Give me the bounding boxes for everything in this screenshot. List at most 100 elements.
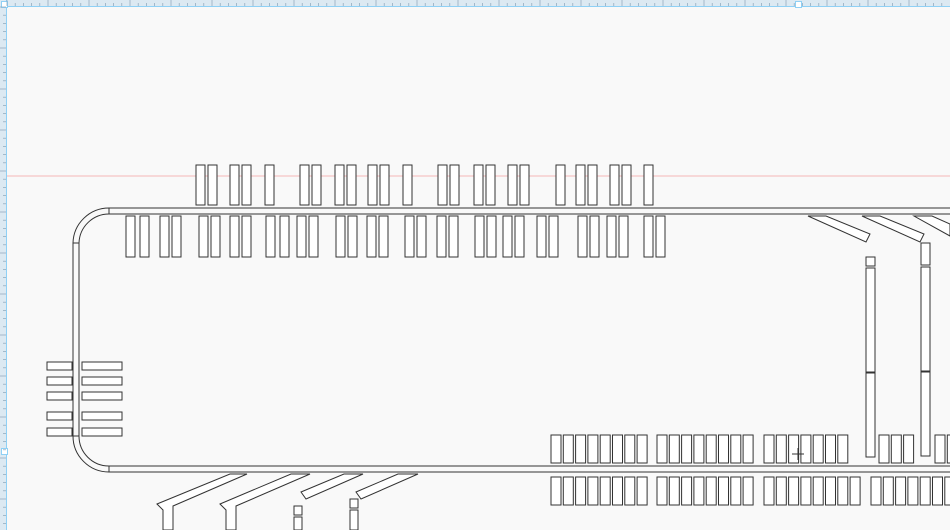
parking-stall[interactable] (507, 164, 518, 206)
parking-stall[interactable] (606, 215, 617, 258)
road-curve[interactable] (78, 213, 110, 244)
road-curve[interactable] (72, 435, 110, 473)
parking-stall[interactable] (882, 476, 894, 506)
parking-stall[interactable] (81, 376, 123, 386)
parking-stall[interactable] (636, 476, 648, 506)
parking-stall[interactable] (718, 476, 729, 506)
parking-stall[interactable] (311, 164, 322, 206)
parking-stall[interactable] (825, 434, 836, 464)
parking-stall[interactable] (837, 434, 849, 464)
parking-stall[interactable] (730, 476, 742, 506)
parking-stall[interactable] (46, 427, 73, 437)
parking-stall[interactable] (655, 215, 666, 258)
parking-stall[interactable] (485, 164, 496, 206)
parking-stall[interactable] (514, 215, 525, 258)
parking-stall[interactable] (139, 215, 150, 258)
angled-stall[interactable] (300, 473, 364, 500)
parking-stall[interactable] (575, 476, 587, 506)
parking-stall[interactable] (265, 215, 276, 258)
parking-stall[interactable] (335, 215, 346, 258)
parking-stall[interactable] (562, 434, 574, 464)
parking-stall[interactable] (347, 215, 358, 258)
parking-stall[interactable] (812, 476, 824, 506)
parking-stall[interactable] (681, 476, 693, 506)
parking-stall[interactable] (624, 476, 636, 506)
parking-stall[interactable] (681, 434, 693, 464)
parking-stall[interactable] (643, 164, 654, 206)
parking-stall[interactable] (46, 361, 73, 371)
parking-stall[interactable] (788, 476, 800, 506)
parking-stall[interactable] (612, 476, 623, 506)
parking-stall[interactable] (944, 476, 950, 506)
parking-stall[interactable] (437, 164, 448, 206)
parking-stall[interactable] (349, 509, 359, 530)
parking-stall[interactable] (946, 434, 950, 464)
parking-stall[interactable] (920, 371, 931, 457)
road-curve[interactable] (72, 207, 110, 244)
parking-stall[interactable] (636, 434, 648, 464)
parking-stall[interactable] (763, 476, 775, 506)
parking-stall[interactable] (705, 476, 717, 506)
parking-stall[interactable] (519, 164, 530, 206)
angled-stall[interactable] (861, 215, 925, 243)
angled-stall[interactable] (219, 473, 311, 530)
parking-stall[interactable] (693, 434, 705, 464)
parking-stall[interactable] (865, 372, 876, 458)
parking-stall[interactable] (210, 215, 221, 258)
parking-stall[interactable] (775, 476, 787, 506)
parking-stall[interactable] (334, 164, 345, 206)
parking-stall[interactable] (279, 215, 290, 258)
parking-stall[interactable] (849, 476, 861, 506)
parking-stall[interactable] (404, 215, 415, 258)
parking-stall[interactable] (349, 498, 359, 509)
parking-stall[interactable] (474, 215, 485, 258)
parking-stall[interactable] (837, 476, 849, 506)
parking-stall[interactable] (800, 434, 812, 464)
parking-stall[interactable] (562, 476, 574, 506)
parking-stall[interactable] (890, 434, 902, 464)
parking-stall[interactable] (81, 361, 123, 371)
parking-stall[interactable] (264, 164, 275, 206)
parking-stall[interactable] (378, 215, 389, 258)
parking-stall[interactable] (575, 164, 586, 206)
parking-stall[interactable] (643, 215, 654, 258)
parking-stall[interactable] (448, 215, 459, 258)
parking-stall[interactable] (612, 434, 623, 464)
parking-stall[interactable] (577, 215, 588, 258)
parking-stall[interactable] (919, 476, 931, 506)
parking-stall[interactable] (865, 267, 876, 373)
parking-stall[interactable] (416, 215, 427, 258)
parking-stall[interactable] (159, 215, 170, 258)
parking-stall[interactable] (587, 476, 599, 506)
parking-stall[interactable] (812, 434, 824, 464)
vertical-ruler[interactable] (0, 0, 7, 530)
parking-stall[interactable] (788, 434, 800, 464)
parking-stall[interactable] (46, 391, 73, 401)
parking-stall[interactable] (46, 411, 73, 421)
parking-stall[interactable] (502, 215, 513, 258)
parking-stall[interactable] (920, 266, 931, 372)
parking-stall[interactable] (907, 476, 919, 506)
horizontal-ruler[interactable] (0, 0, 950, 7)
angled-stall[interactable] (912, 215, 950, 237)
parking-stall[interactable] (241, 164, 252, 206)
parking-stall[interactable] (865, 256, 876, 267)
parking-stall[interactable] (705, 434, 717, 464)
parking-stall[interactable] (402, 164, 413, 206)
parking-stall[interactable] (624, 434, 636, 464)
parking-stall[interactable] (656, 476, 668, 506)
parking-stall[interactable] (878, 434, 890, 464)
parking-stall[interactable] (293, 516, 303, 530)
parking-stall[interactable] (775, 434, 787, 464)
parking-stall[interactable] (486, 215, 497, 258)
parking-stall[interactable] (920, 242, 931, 266)
parking-stall[interactable] (81, 411, 123, 421)
parking-stall[interactable] (668, 434, 680, 464)
parking-stall[interactable] (308, 215, 319, 258)
road-outline[interactable] (72, 207, 950, 473)
parking-stall[interactable] (449, 164, 460, 206)
parking-stall[interactable] (367, 164, 378, 206)
parking-stall[interactable] (299, 164, 310, 206)
parking-stall[interactable] (550, 434, 562, 464)
parking-stall[interactable] (609, 164, 620, 206)
